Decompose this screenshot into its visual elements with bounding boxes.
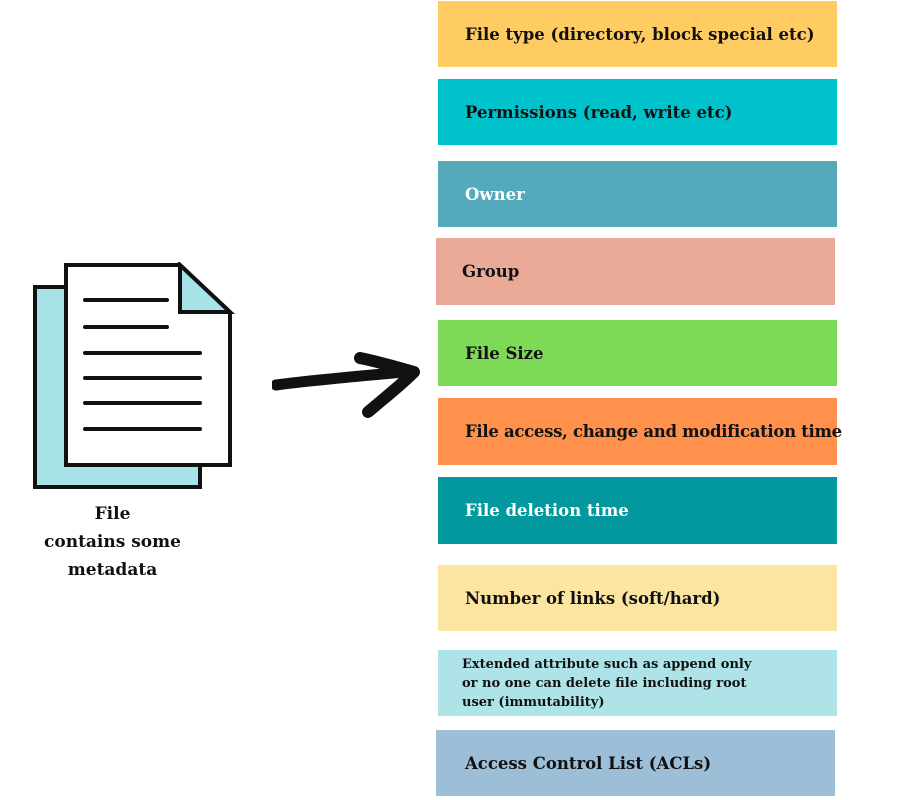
caption-line-2: contains some bbox=[44, 532, 181, 552]
metadata-label: Owner bbox=[465, 184, 525, 204]
caption-line-3: metadata bbox=[67, 560, 158, 580]
metadata-label: File Size bbox=[465, 343, 544, 363]
metadata-label: Number of links (soft/hard) bbox=[465, 588, 721, 608]
metadata-owner: Owner bbox=[438, 161, 837, 227]
document-stack-icon bbox=[33, 262, 235, 489]
metadata-label: Group bbox=[462, 262, 520, 281]
metadata-deletion-time: File deletion time bbox=[438, 477, 837, 544]
metadata-timestamps: File access, change and modification tim… bbox=[438, 398, 842, 465]
metadata-link-count: Number of links (soft/hard) bbox=[438, 565, 837, 631]
right-arrow-icon bbox=[272, 352, 420, 418]
metadata-label: File type (directory, block special etc) bbox=[465, 24, 815, 44]
metadata-permissions: Permissions (read, write etc) bbox=[438, 79, 837, 145]
metadata-label: Extended attribute such as append only o… bbox=[462, 656, 752, 710]
metadata-label: File deletion time bbox=[465, 501, 629, 520]
metadata-label: Access Control List (ACLs) bbox=[465, 753, 712, 773]
metadata-acl: Access Control List (ACLs) bbox=[436, 730, 835, 796]
metadata-file-size: File Size bbox=[438, 320, 837, 386]
metadata-file-type: File type (directory, block special etc) bbox=[438, 1, 837, 67]
metadata-group: Group bbox=[436, 238, 835, 305]
metadata-label: Permissions (read, write etc) bbox=[465, 102, 733, 122]
metadata-extended-attributes: Extended attribute such as append only o… bbox=[438, 650, 837, 716]
file-caption: File contains some metadata bbox=[20, 500, 205, 584]
metadata-label: File access, change and modification tim… bbox=[465, 422, 842, 441]
caption-line-1: File bbox=[94, 504, 131, 524]
